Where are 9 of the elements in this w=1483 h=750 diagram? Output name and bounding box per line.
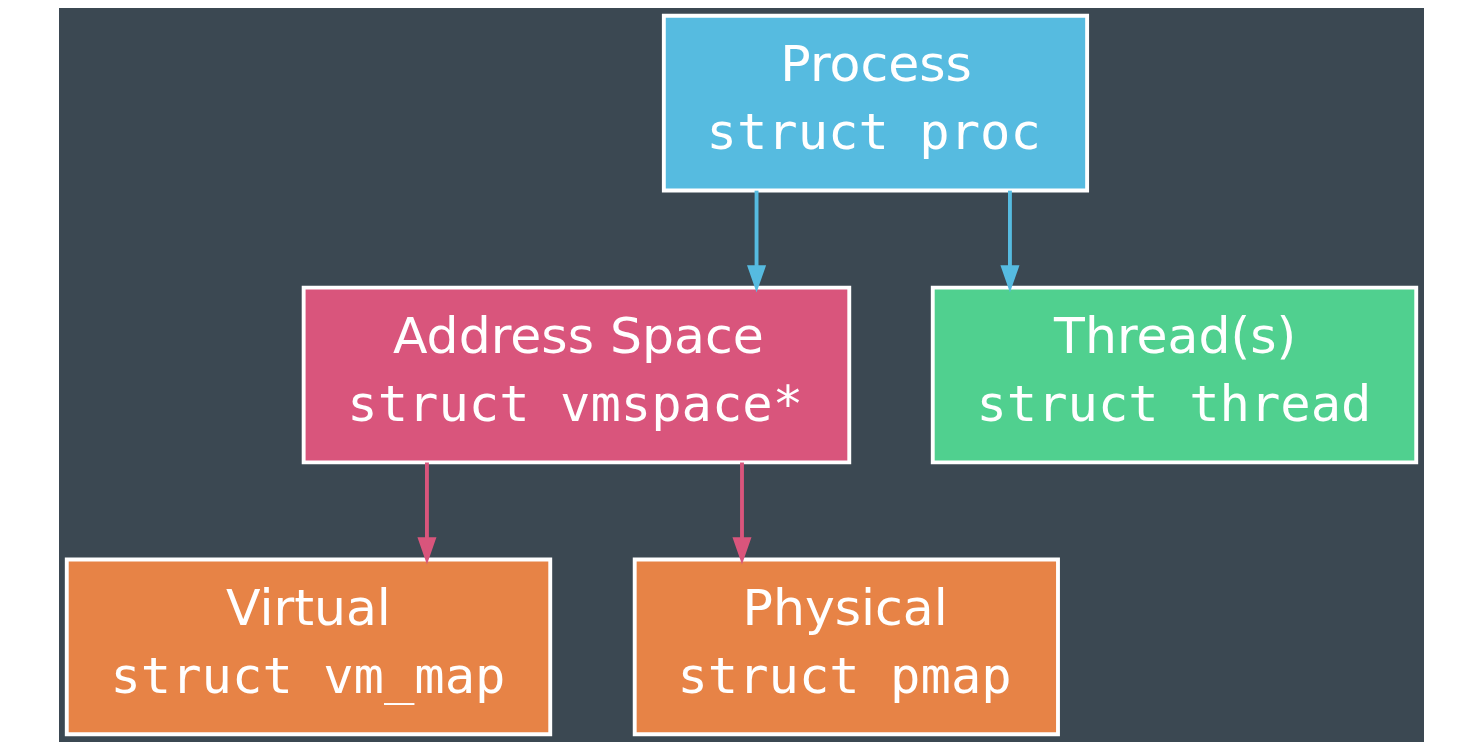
arrow — [1000, 190, 1020, 293]
arrow — [417, 462, 437, 565]
arrow — [732, 462, 752, 565]
node-box: Address Space struct vmspace* — [301, 285, 852, 465]
node-box: Virtual struct vm_map — [64, 557, 553, 737]
node-box: Thread(s) struct thread — [930, 285, 1419, 465]
node-box: Process struct proc — [661, 13, 1090, 193]
arrow — [747, 190, 767, 293]
node-box: Physical struct pmap — [632, 557, 1060, 737]
